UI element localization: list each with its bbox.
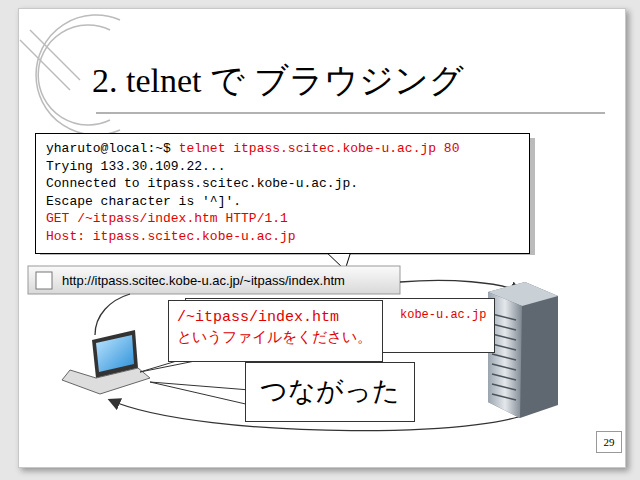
- text-line: Trying 133.30.109.22...: [46, 158, 519, 176]
- node-text: GET /~itpass/index.htm HTTP/1.1: [46, 210, 288, 228]
- text-line: つながった: [258, 371, 402, 411]
- request-line: [95, 294, 130, 335]
- title-rule: [96, 112, 605, 114]
- text-line: Host: itpass.scitec.kobe-u.ac.jp: [46, 228, 519, 246]
- page-number: 29: [604, 432, 615, 452]
- node-text: Trying 133.30.109.22...: [46, 158, 225, 176]
- node-text: Escape character is '^]'.: [46, 193, 241, 211]
- laptop-icon: [62, 330, 150, 394]
- text-line: Escape character is '^]'.: [46, 193, 519, 211]
- node-text: Connected to itpass.scitec.kobe-u.ac.jp.: [46, 175, 358, 193]
- page-number-box: 29: [596, 431, 622, 453]
- terminal-box: yharuto@local:~$ telnet itpass.scitec.kob…: [35, 133, 530, 254]
- server-icon: [488, 282, 558, 418]
- node-text: というファイルをください。: [177, 328, 372, 349]
- url-text-box: http://itpass.scitec.kobe-u.ac.jp/~itpas…: [58, 270, 398, 294]
- node-text: yharuto@local:~$: [46, 140, 171, 158]
- node-text: Host: itpass.scitec.kobe-u.ac.jp: [46, 228, 296, 246]
- connected-bubble: つながった: [245, 362, 415, 422]
- slide-title: 2. telnet で ブラウジング: [92, 58, 464, 104]
- text-line: というファイルをください。: [177, 328, 374, 349]
- connected-bubble-tail: [150, 382, 250, 405]
- request-bubble: /~itpass/index.htmというファイルをください。: [168, 300, 383, 362]
- text-line: GET /~itpass/index.htm HTTP/1.1: [46, 210, 519, 228]
- text-line: /~itpass/index.htm: [177, 307, 374, 328]
- node-text: telnet itpass.scitec.kobe-u.ac.jp 80: [179, 140, 460, 158]
- text-line: Connected to itpass.scitec.kobe-u.ac.jp.: [46, 175, 519, 193]
- text-line: http://itpass.scitec.kobe-u.ac.jp/~itpas…: [62, 272, 394, 290]
- node-text: つながった: [260, 371, 400, 411]
- text-line: yharuto@local:~$ telnet itpass.scitec.kob…: [46, 140, 519, 158]
- page-icon: [36, 272, 52, 289]
- node-text: /~itpass/index.htm: [177, 307, 339, 328]
- node-text: kobe-u.ac.jp: [400, 307, 486, 323]
- node-text: http://itpass.scitec.kobe-u.ac.jp/~itpas…: [62, 272, 345, 290]
- address-bar: [28, 266, 400, 294]
